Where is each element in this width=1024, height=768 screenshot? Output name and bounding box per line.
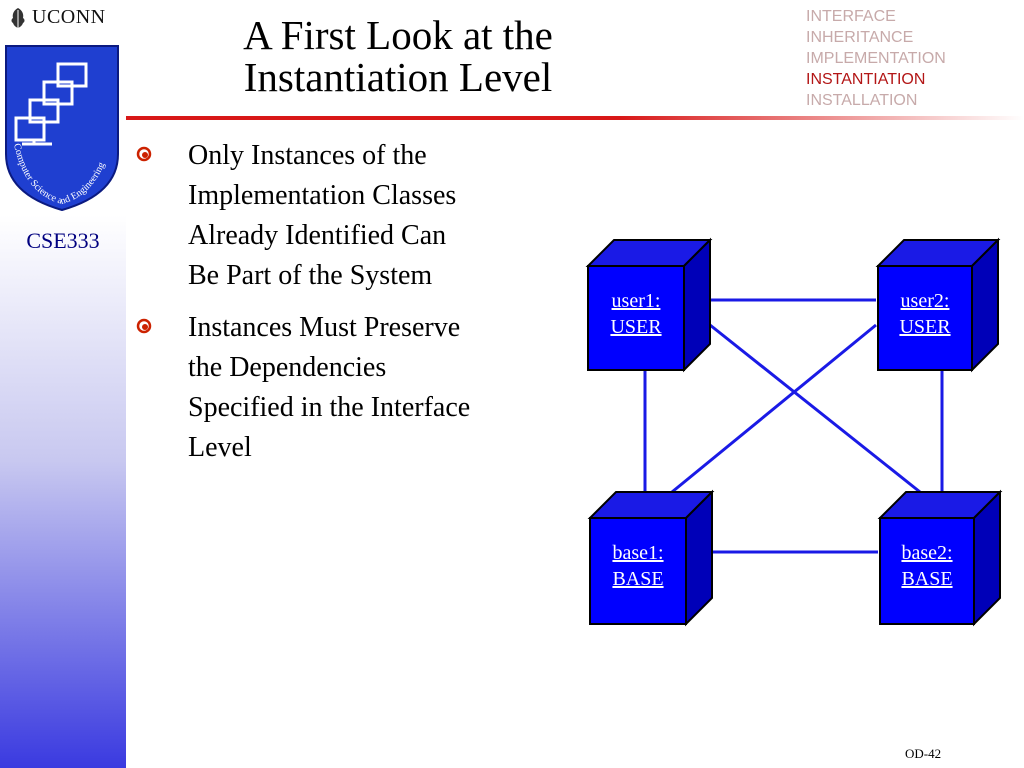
- title-rule: [126, 116, 1024, 120]
- bullet-circle-icon: [136, 146, 152, 162]
- node-class-name: USER: [899, 316, 951, 338]
- bullet-list: Only Instances of the Implementation Cla…: [136, 136, 576, 480]
- node-class-name: BASE: [901, 568, 953, 590]
- node-user2: [875, 237, 1001, 373]
- university-name: UCONN: [32, 6, 106, 28]
- level-installation: INSTALLATION: [806, 92, 918, 109]
- node-base1-label: base1: BASE: [583, 540, 693, 592]
- bullet-line: the Dependencies: [188, 352, 387, 383]
- bullet-line: Specified in the Interface: [188, 392, 471, 423]
- node-instance-name: user1:: [611, 290, 661, 312]
- bullet-line: Instances Must Preserve: [188, 312, 461, 343]
- page-number: OD-42: [905, 746, 942, 761]
- uconn-wordmark: UCONN: [8, 6, 106, 29]
- node-class-name: BASE: [612, 568, 664, 590]
- bullet-text: Instances Must Preserve the Dependencies…: [188, 308, 470, 468]
- bullet-line: Level: [188, 432, 252, 463]
- slide-title-line-2: Instantiation Level: [243, 54, 553, 100]
- node-instance-name: base1:: [612, 542, 664, 564]
- sidebar: UCONN Computer Science and Engineering C…: [0, 0, 126, 768]
- course-code: CSE333: [26, 228, 100, 253]
- node-base1: [587, 489, 715, 627]
- node-user1: [585, 237, 713, 373]
- levels-list: INTERFACE INHERITANCE IMPLEMENTATION INS…: [806, 6, 946, 111]
- node-base2: [877, 489, 1003, 627]
- bullet-line: Only Instances of the: [188, 140, 427, 171]
- node-instance-name: user2:: [900, 290, 950, 312]
- computer-stack-icon: [14, 62, 88, 146]
- node-user2-label: user2: USER: [870, 288, 980, 340]
- slide-title-line-1: A First Look at the: [243, 12, 553, 58]
- bullet-line: Be Part of the System: [188, 260, 433, 291]
- slide-title: A First Look at the Instantiation Level: [188, 14, 608, 98]
- oak-leaf-icon: [11, 7, 25, 28]
- level-implementation: IMPLEMENTATION: [806, 50, 946, 67]
- bullet-item: Instances Must Preserve the Dependencies…: [136, 308, 576, 468]
- level-inheritance: INHERITANCE: [806, 29, 914, 46]
- level-interface: INTERFACE: [806, 8, 896, 25]
- node-instance-name: base2:: [901, 542, 953, 564]
- connector-user2-base1: [671, 323, 877, 494]
- node-class-name: USER: [610, 316, 662, 338]
- bullet-line: Already Identified Can: [188, 220, 447, 251]
- bullet-item: Only Instances of the Implementation Cla…: [136, 136, 576, 296]
- cse-department-logo: Computer Science and Engineering: [5, 45, 119, 212]
- diagram-canvas: [585, 237, 1003, 627]
- bullet-line: Implementation Classes: [188, 180, 457, 211]
- level-instantiation: INSTANTIATION: [806, 71, 926, 88]
- bullet-text: Only Instances of the Implementation Cla…: [188, 136, 456, 296]
- node-user1-label: user1: USER: [581, 288, 691, 340]
- bullet-circle-icon: [136, 318, 152, 334]
- connector-user1-base2: [709, 323, 921, 494]
- node-base2-label: base2: BASE: [872, 540, 982, 592]
- instance-diagram: user1: USER user2: USER base1: BASE base…: [580, 230, 1010, 630]
- connectors: [643, 298, 944, 554]
